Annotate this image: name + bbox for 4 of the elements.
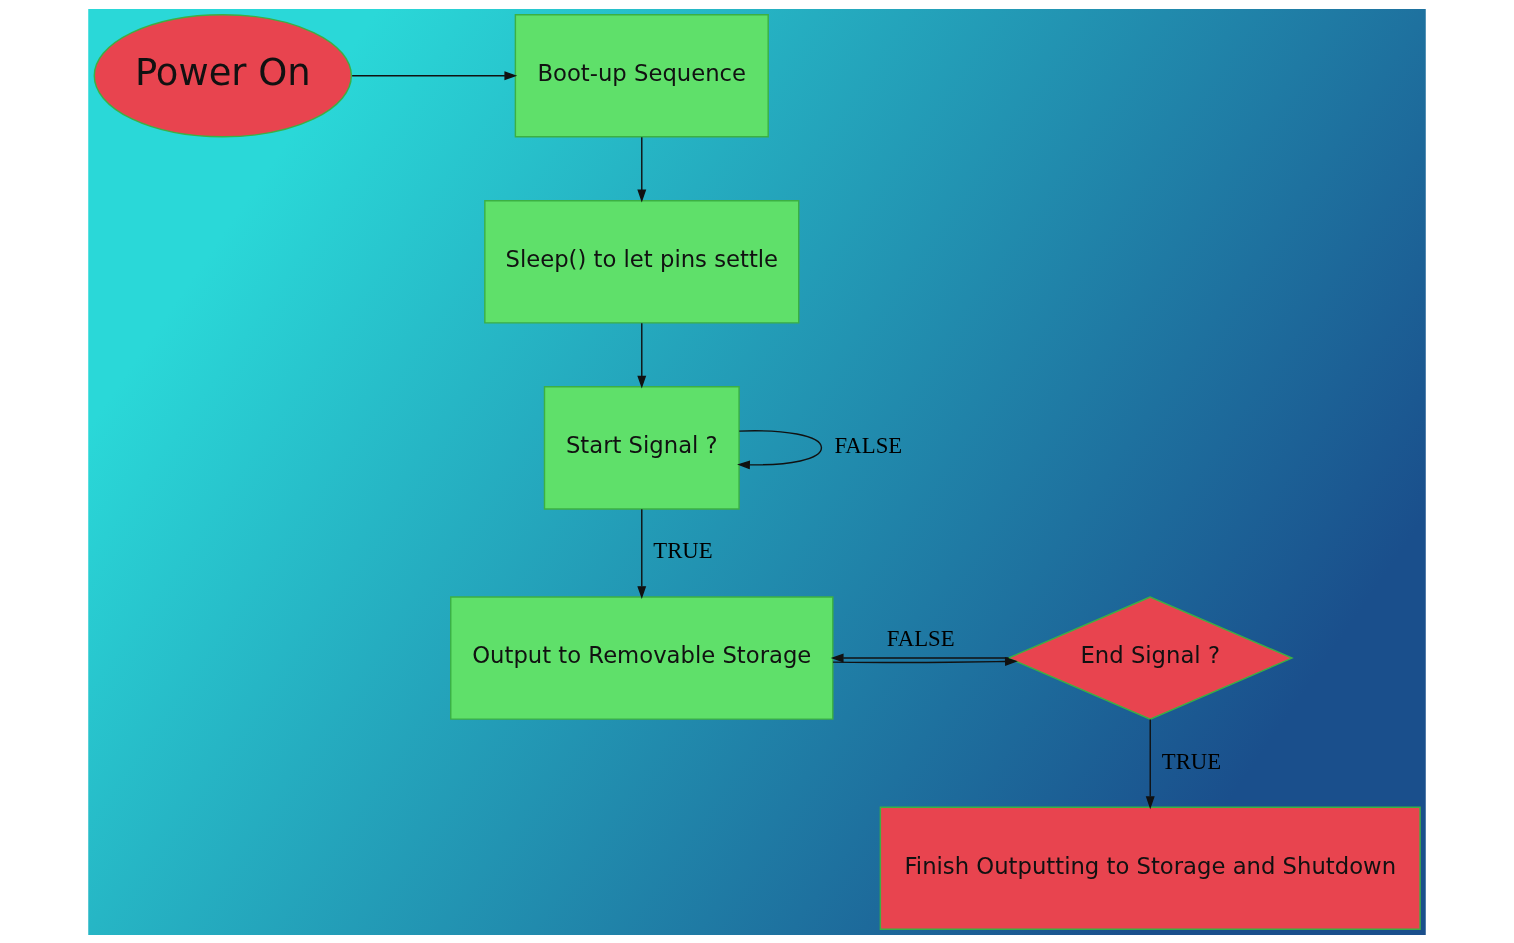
edge-label: FALSE <box>886 625 955 651</box>
edge-label: TRUE <box>653 537 713 563</box>
edge-label: FALSE <box>834 432 903 458</box>
edge-label: TRUE <box>1161 748 1222 774</box>
